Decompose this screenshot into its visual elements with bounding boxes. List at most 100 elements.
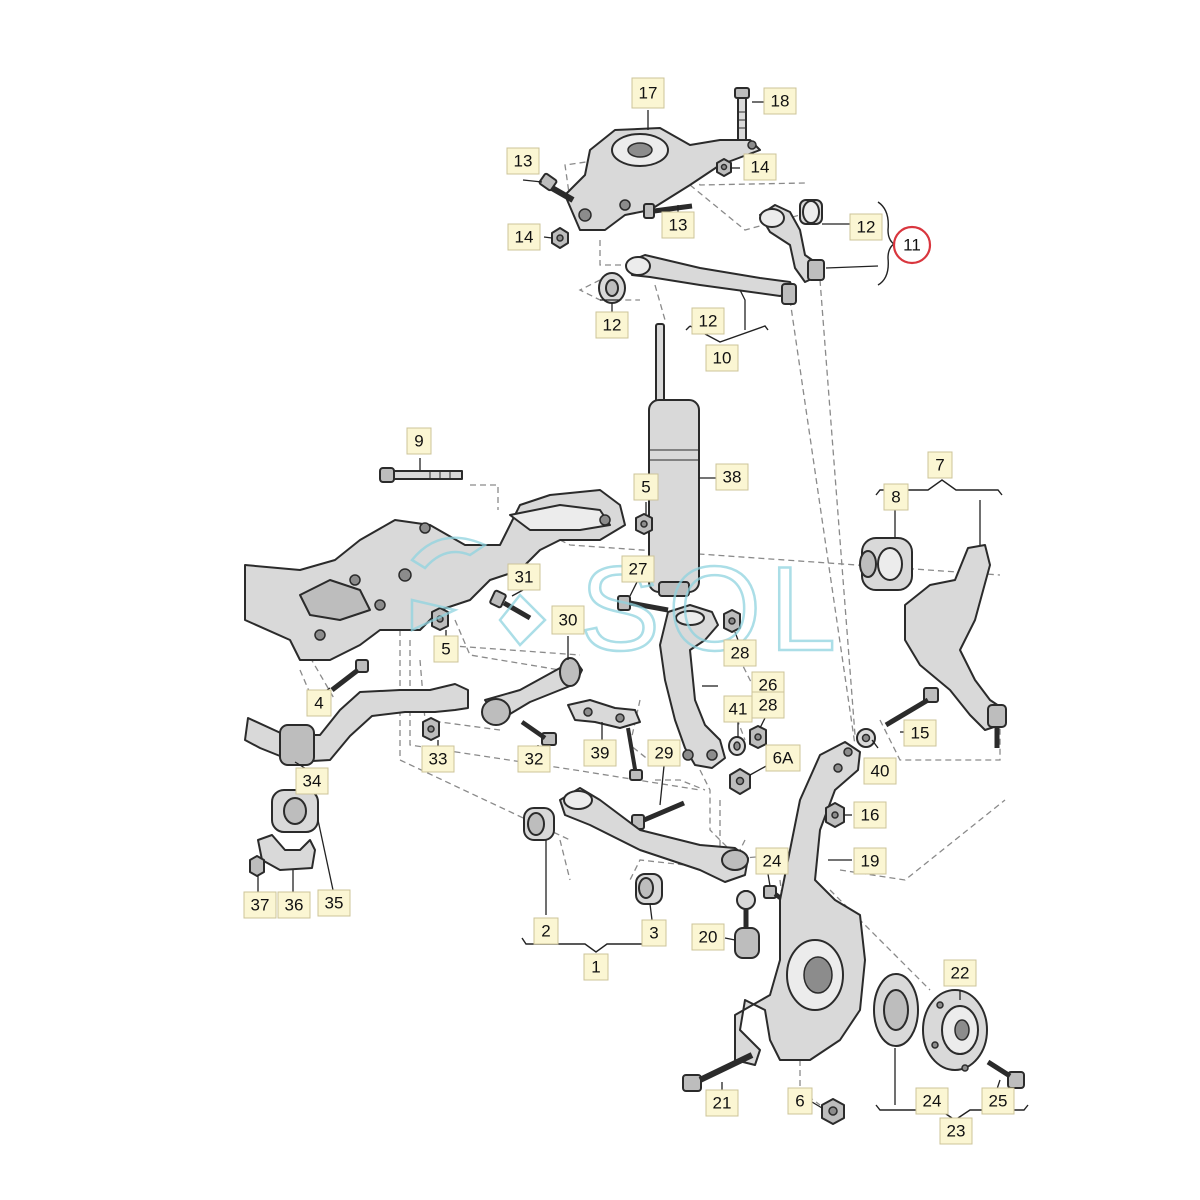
svg-text:7: 7 — [935, 456, 944, 475]
svg-text:27: 27 — [629, 560, 648, 579]
svg-text:18: 18 — [771, 92, 790, 111]
svg-text:4: 4 — [314, 694, 323, 713]
nut-5-upper — [635, 513, 653, 535]
bolt-18 — [734, 87, 750, 141]
callout-28-lower: 28 — [751, 691, 785, 719]
callout-20: 20 — [691, 923, 725, 951]
callout-1: 1 — [583, 953, 609, 981]
callout-17: 17 — [631, 77, 665, 109]
nut-6 — [821, 1098, 845, 1125]
callout-14-left: 14 — [507, 223, 541, 251]
svg-text:24: 24 — [763, 852, 782, 871]
nut-33 — [422, 717, 440, 741]
callout-3: 3 — [641, 919, 667, 947]
svg-text:41: 41 — [729, 700, 748, 719]
svg-text:5: 5 — [441, 640, 450, 659]
svg-text:1: 1 — [591, 958, 600, 977]
svg-text:35: 35 — [325, 894, 344, 913]
callout-16: 16 — [853, 801, 887, 829]
callout-13-left: 13 — [506, 147, 540, 175]
bolt-21 — [682, 1052, 754, 1092]
svg-text:14: 14 — [751, 158, 770, 177]
callout-23: 23 — [939, 1117, 973, 1145]
callout-24-upper: 24 — [755, 847, 789, 875]
callout-35: 35 — [317, 889, 351, 917]
callout-13-right: 13 — [661, 211, 695, 239]
callout-11: 11 — [892, 225, 932, 265]
svg-text:6A: 6A — [773, 749, 794, 768]
svg-text:12: 12 — [603, 316, 622, 335]
svg-text:25: 25 — [989, 1092, 1008, 1111]
svg-text:3: 3 — [649, 924, 658, 943]
callout-29: 29 — [647, 739, 681, 767]
wheel-hub-22 — [922, 989, 988, 1072]
callout-40: 40 — [863, 757, 897, 785]
svg-text:30: 30 — [559, 611, 578, 630]
callout-22: 22 — [943, 959, 977, 987]
callout-34: 34 — [295, 767, 329, 795]
svg-text:36: 36 — [285, 896, 304, 915]
callout-39: 39 — [583, 739, 617, 767]
svg-text:29: 29 — [655, 744, 674, 763]
bolt-13-left — [538, 172, 575, 203]
callout-6A: 6A — [765, 744, 801, 772]
callout-6: 6 — [787, 1087, 813, 1115]
lower-control-arm-1 — [559, 787, 749, 883]
svg-text:19: 19 — [861, 852, 880, 871]
callout-9: 9 — [406, 427, 432, 455]
callout-12-left: 12 — [595, 311, 629, 339]
steering-knuckle-19 — [734, 741, 866, 1066]
svg-text:26: 26 — [759, 676, 778, 695]
bolt-13-right — [643, 203, 693, 219]
upper-mount-bracket — [564, 127, 761, 231]
svg-text:6: 6 — [795, 1092, 804, 1111]
bushing-3 — [635, 873, 663, 905]
bracket-39 — [567, 699, 643, 781]
svg-text:13: 13 — [514, 152, 533, 171]
callout-labels: 1 2 3 4 5 5 6 6A 7 8 9 10 11 12 12 12 13… — [243, 77, 1015, 1145]
nut-28-lower — [749, 725, 767, 749]
fork-26 — [659, 604, 726, 769]
callout-24-lower: 24 — [915, 1087, 949, 1115]
bolt-27 — [617, 595, 669, 613]
callout-33: 33 — [421, 745, 455, 773]
svg-text:32: 32 — [525, 750, 544, 769]
callout-37: 37 — [243, 891, 277, 919]
svg-text:28: 28 — [759, 696, 778, 715]
svg-text:31: 31 — [515, 568, 534, 587]
stabilizer-clamp-36 — [257, 834, 316, 871]
callout-12-link: 12 — [691, 307, 725, 335]
stabilizer-bar-34 — [244, 683, 469, 766]
callout-36: 36 — [277, 891, 311, 919]
bolt-32 — [520, 720, 557, 746]
svg-text:38: 38 — [723, 468, 742, 487]
svg-text:21: 21 — [713, 1094, 732, 1113]
callout-12-upper: 12 — [849, 213, 883, 241]
bolt-9 — [379, 467, 463, 483]
svg-text:40: 40 — [871, 762, 890, 781]
stabilizer-bushing-35 — [271, 789, 319, 833]
nut-16 — [825, 802, 845, 828]
bolt-31 — [489, 589, 532, 621]
svg-text:23: 23 — [947, 1122, 966, 1141]
wheel-bearing-24 — [873, 973, 919, 1047]
callout-15: 15 — [903, 719, 937, 747]
callout-30: 30 — [551, 605, 585, 635]
svg-text:10: 10 — [713, 349, 732, 368]
leader-lines — [257, 101, 1029, 1121]
svg-text:9: 9 — [414, 432, 423, 451]
svg-text:17: 17 — [639, 84, 658, 103]
svg-text:12: 12 — [857, 218, 876, 237]
washer-41 — [728, 736, 746, 756]
ball-joint-20 — [734, 890, 760, 959]
callout-5-upper: 5 — [633, 473, 659, 501]
svg-text:22: 22 — [951, 964, 970, 983]
nut-28-upper — [723, 609, 741, 633]
callout-14-right: 14 — [743, 153, 777, 181]
callout-19: 19 — [853, 847, 887, 875]
nut-14-right — [716, 158, 732, 177]
svg-text:28: 28 — [731, 644, 750, 663]
callout-8: 8 — [883, 483, 909, 511]
callout-10: 10 — [705, 344, 739, 372]
